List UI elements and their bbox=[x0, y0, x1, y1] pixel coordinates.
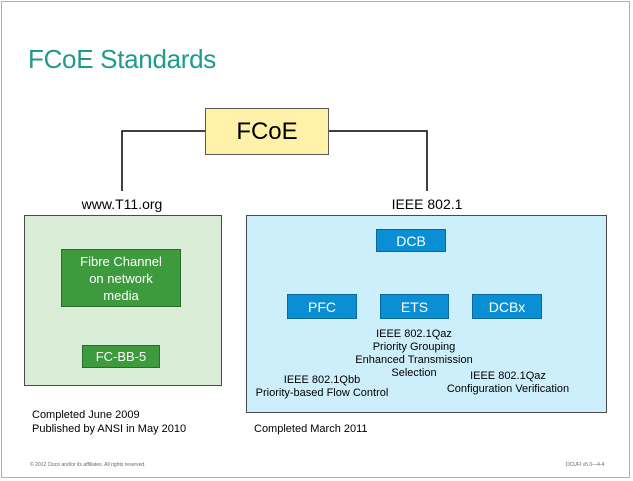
pfc-desc-line-2: Priority-based Flow Control bbox=[255, 387, 389, 399]
left-branch-connector bbox=[121, 130, 205, 191]
pfc-box: PFC bbox=[287, 294, 357, 319]
dcbx-desc-line-2: Configuration Verification bbox=[446, 383, 570, 395]
page-title: FCoE Standards bbox=[28, 44, 217, 74]
right-branch-connector bbox=[329, 130, 428, 191]
copyright: © 2012 Cisco and/or its affiliates. All … bbox=[30, 462, 146, 468]
fibre-channel-line-3: media bbox=[103, 287, 139, 303]
pfc-desc-line-1: IEEE 802.1Qbb bbox=[283, 374, 361, 386]
ets-box: ETS bbox=[380, 294, 449, 319]
t11-notes: Completed June 2009 Published by ANSI in… bbox=[32, 408, 186, 436]
t11-note-1: Completed June 2009 bbox=[32, 409, 140, 421]
ieee-label: IEEE 802.1 bbox=[391, 196, 463, 212]
fibre-channel-line-1: Fibre Channel bbox=[80, 253, 162, 269]
pfc-description: IEEE 802.1Qbb Priority-based Flow Contro… bbox=[243, 374, 401, 400]
ets-description: IEEE 802.1Qaz Priority Grouping Enhanced… bbox=[339, 328, 489, 380]
dcbx-box: DCBx bbox=[472, 294, 542, 319]
dcbx-desc-line-1: IEEE 802.1Qaz bbox=[470, 370, 546, 382]
dcb-box: DCB bbox=[376, 229, 446, 252]
course-code: DCUFI v5.0—4-4 bbox=[566, 462, 605, 468]
dcbx-description: IEEE 802.1Qaz Configuration Verification bbox=[436, 370, 580, 396]
t11-label: www.T11.org bbox=[81, 196, 163, 212]
fc-bb-5-box: FC-BB-5 bbox=[82, 345, 160, 368]
ets-desc-line-1: IEEE 802.1Qaz bbox=[376, 328, 452, 340]
fibre-channel-line-2: on network bbox=[89, 270, 153, 286]
fcoe-root-box: FCoE bbox=[205, 108, 329, 155]
t11-note-2: Published by ANSI in May 2010 bbox=[32, 423, 187, 435]
ets-desc-line-4: Selection bbox=[391, 367, 437, 379]
ets-desc-line-3: Enhanced Transmission bbox=[355, 354, 473, 366]
ets-desc-line-2: Priority Grouping bbox=[372, 341, 456, 353]
ieee-note: Completed March 2011 bbox=[254, 423, 368, 435]
fibre-channel-box: Fibre Channel on network media bbox=[61, 249, 181, 307]
